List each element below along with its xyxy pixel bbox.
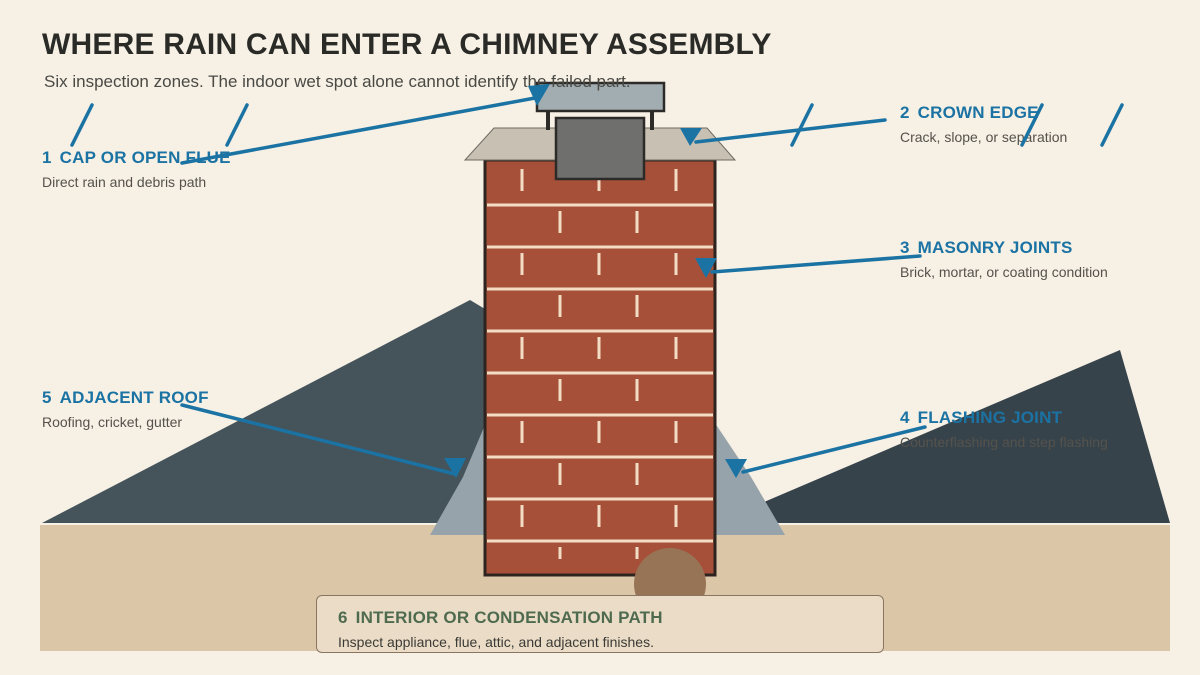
chimney-cap [535, 81, 666, 113]
zone-number: 6 [338, 608, 348, 627]
zone-description: Counterflashing and step flashing [900, 434, 1108, 450]
zone-number: 5 [42, 388, 52, 407]
callout-title: 3 MASONRY JOINTS [900, 238, 1108, 258]
zone-description: Inspect appliance, flue, attic, and adja… [338, 634, 654, 650]
zone-title: ADJACENT ROOF [59, 388, 209, 407]
callout-interior-condensation-path: 6 INTERIOR OR CONDENSATION PATH Inspect a… [316, 595, 884, 653]
zone-description: Roofing, cricket, gutter [42, 414, 183, 430]
zone-description: Brick, mortar, or coating condition [900, 264, 1108, 280]
callout-adjacent-roof: 5 ADJACENT ROOF Roofing, cricket, gutter [42, 388, 209, 430]
callout-cap-or-open-flue: 1 CAP OR OPEN FLUE Direct rain and debris… [42, 148, 231, 190]
callout-masonry-joints: 3 MASONRY JOINTS Brick, mortar, or coatin… [900, 238, 1108, 280]
zone-number: 1 [42, 148, 52, 167]
page-title: WHERE RAIN CAN ENTER A CHIMNEY ASSEMBLY [42, 28, 772, 61]
zone-title: FLASHING JOINT [917, 408, 1063, 427]
cap-leg-right [650, 110, 654, 130]
zone-title: CAP OR OPEN FLUE [59, 148, 231, 167]
zone-number: 4 [900, 408, 910, 427]
callout-title: 6 INTERIOR OR CONDENSATION PATH [338, 608, 883, 628]
callout-crown-edge: 2 CROWN EDGE Crack, slope, or separation [900, 103, 1067, 145]
cap-leg-left [546, 110, 550, 130]
zone-number: 3 [900, 238, 910, 257]
callout-title: 5 ADJACENT ROOF [42, 388, 209, 408]
zone-title: MASONRY JOINTS [917, 238, 1073, 257]
zone-title: CROWN EDGE [917, 103, 1039, 122]
right-roof-slope [715, 350, 1170, 523]
callout-title: 4 FLASHING JOINT [900, 408, 1108, 428]
flue-tile [554, 116, 646, 181]
chimney-masonry [483, 158, 717, 577]
callout-flashing-joint: 4 FLASHING JOINT Counterflashing and step… [900, 408, 1108, 450]
page-subtitle: Six inspection zones. The indoor wet spo… [44, 72, 631, 91]
zone-title: INTERIOR OR CONDENSATION PATH [355, 608, 663, 627]
callout-title: 1 CAP OR OPEN FLUE [42, 148, 231, 168]
callout-title: 2 CROWN EDGE [900, 103, 1067, 123]
left-flashing [430, 420, 487, 535]
zone-description: Direct rain and debris path [42, 174, 207, 190]
zone-number: 2 [900, 103, 910, 122]
right-flashing [713, 420, 785, 535]
zone-description: Crack, slope, or separation [900, 129, 1068, 145]
